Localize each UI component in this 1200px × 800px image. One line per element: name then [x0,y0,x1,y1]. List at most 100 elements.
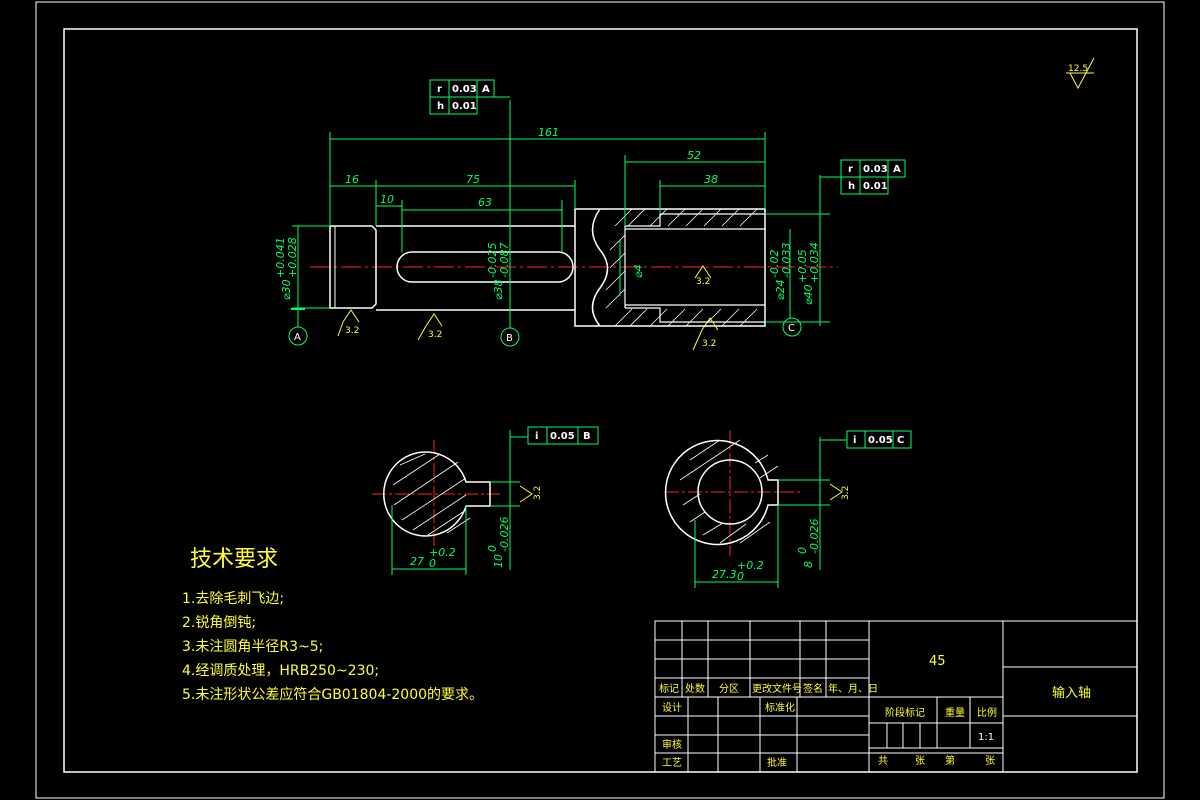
fcf-sec-c-symbol: i [853,435,856,446]
tb-h-zone: 分区 [719,683,739,695]
dim-dia30: ⌀30 [280,279,293,300]
general-roughness-value: 12.5 [1068,64,1088,74]
fcf-right-symbol-2: h [848,181,855,192]
datum-a-label: A [294,332,301,343]
tb-h-count: 处数 [685,682,705,695]
dim-sec-b-key-tol-upper: 0 [486,545,499,552]
dim-sec-c-key-tol-upper: 0 [796,547,809,554]
tech-req-item: 4.经调质处理，HRB250~230; [182,663,379,679]
dim-sec-b-tol-upper: +0.2 [429,546,456,559]
tb-h-sign: 签名 [803,682,823,695]
tb-approve: 批准 [767,756,787,769]
dim-63: 63 [478,196,492,209]
tb-h-mark: 标记 [659,683,679,695]
fcf-left-ref-1: A [482,84,490,95]
fcf-right-value-2: 0.01 [863,181,888,192]
dim-sec-b-key: 10 [492,554,505,568]
dim-75: 75 [466,173,480,186]
dim-sec-c-tol-upper: +0.2 [737,559,764,572]
roughness-r2: 3.2 [428,330,442,340]
fcf-sec-c [846,430,912,449]
tech-req-item: 1.去除毛刺飞边; [182,591,284,607]
tb-material: 45 [929,654,946,669]
tb-stage: 阶段标记 [885,706,925,719]
dim-sec-c-key: 8 [802,561,815,568]
tech-req-item: 5.未注形状公差应符合GB01804-2000的要求。 [182,686,483,703]
fcf-left [429,79,510,115]
tb-scale: 比例 [977,706,997,719]
fcf-left-value-2: 0.01 [452,101,477,112]
fcf-right-value-1: 0.03 [863,164,888,175]
tb-sheet2: 张 [985,755,995,767]
outer-frame [35,1,1165,799]
tb-scale-value: 1:1 [978,732,994,743]
dim-dia4: ⌀4 [632,264,645,278]
fcf-sec-b [527,426,599,445]
inner-frame [63,28,1138,773]
dim-dia38-tol-upper: -0.025 [486,243,499,278]
tb-total: 共 [878,755,888,767]
roughness-r4: 3.2 [696,277,710,287]
fcf-right [820,159,906,195]
general-roughness: 12.5 [1066,57,1095,90]
dim-dia30-tol-lower: +0.028 [286,237,299,278]
roughness-marks-main [337,265,719,351]
fcf-sec-c-ref: C [897,435,904,446]
dim-dia38: ⌀38 [492,279,505,300]
tb-h-doc: 更改文件号 [752,682,802,695]
shaft-main-view [310,208,838,327]
dim-sec-c-tol-lower: 0 [737,570,744,583]
section-c-view [664,430,800,556]
tb-part-name: 输入轴 [1052,685,1091,701]
dim-dia40-tol-upper: +0.05 [796,249,809,283]
roughness-r6: 3.2 [841,486,851,500]
fcf-sec-b-symbol: i [535,431,538,442]
dim-dia30-tol-upper: +0.041 [274,237,287,278]
dim-sec-c-key-tol-lower: -0.026 [808,519,821,554]
tech-req-item: 3.未注圆角半径R3~5; [182,639,323,655]
section-b-view [372,440,500,548]
dim-38: 38 [704,173,718,186]
roughness-r5: 3.2 [533,486,543,500]
dim-dia24: ⌀24 [774,279,787,300]
title-block [654,620,1138,773]
technical-requirements: 技术要求 1.去除毛刺飞边; 2.锐角倒钝; 3.未注圆角半径R3~5; 4.经… [182,547,483,703]
datum-b-marker: B [500,327,520,347]
fcf-sec-c-value: 0.05 [868,435,893,446]
tb-standard: 标准化 [765,701,795,714]
fcf-left-symbol-2: h [437,101,444,112]
dim-sec-b-width: 27 [410,555,424,568]
dim-dia40: ⌀40 [802,284,815,305]
dimensions-top [329,132,766,252]
dim-total-length: 161 [538,126,559,139]
dim-16: 16 [345,173,359,186]
tb-sheet: 张 [915,755,925,767]
fcf-right-symbol-1: r [848,164,853,175]
fcf-sec-b-value: 0.05 [550,431,575,442]
tech-req-item: 2.锐角倒钝; [182,615,256,631]
dim-dia24-tol-upper: -0.02 [768,250,781,278]
fcf-left-value-1: 0.03 [452,84,477,95]
tech-req-title: 技术要求 [190,547,278,572]
tb-review: 审核 [662,738,682,751]
roughness-r3: 3.2 [702,339,716,349]
datum-c-marker: C [782,305,802,337]
tb-weight: 重量 [945,706,965,719]
fcf-sec-b-ref: B [583,431,591,442]
dim-52: 52 [687,149,701,162]
dim-sec-b-tol-lower: 0 [429,557,436,570]
dim-sec-c-width: 27.3 [712,568,737,581]
tb-design: 设计 [662,701,682,714]
datum-b-label: B [506,333,513,344]
dim-dia24-tol-lower: -0.033 [780,243,793,278]
fcf-right-ref-1: A [893,164,901,175]
tb-no: 第 [945,754,955,767]
dim-dia40-tol-lower: +0.034 [808,242,821,283]
fcf-left-symbol-1: r [437,84,442,95]
roughness-r1: 3.2 [345,326,359,336]
datum-a-marker: A [288,308,308,346]
tb-h-date: 年、月、日 [828,682,878,695]
dim-sec-b-key-tol-lower: -0.026 [498,517,511,552]
datum-c-label: C [788,323,795,334]
dim-dia38-tol-lower: -0.087 [498,243,511,278]
